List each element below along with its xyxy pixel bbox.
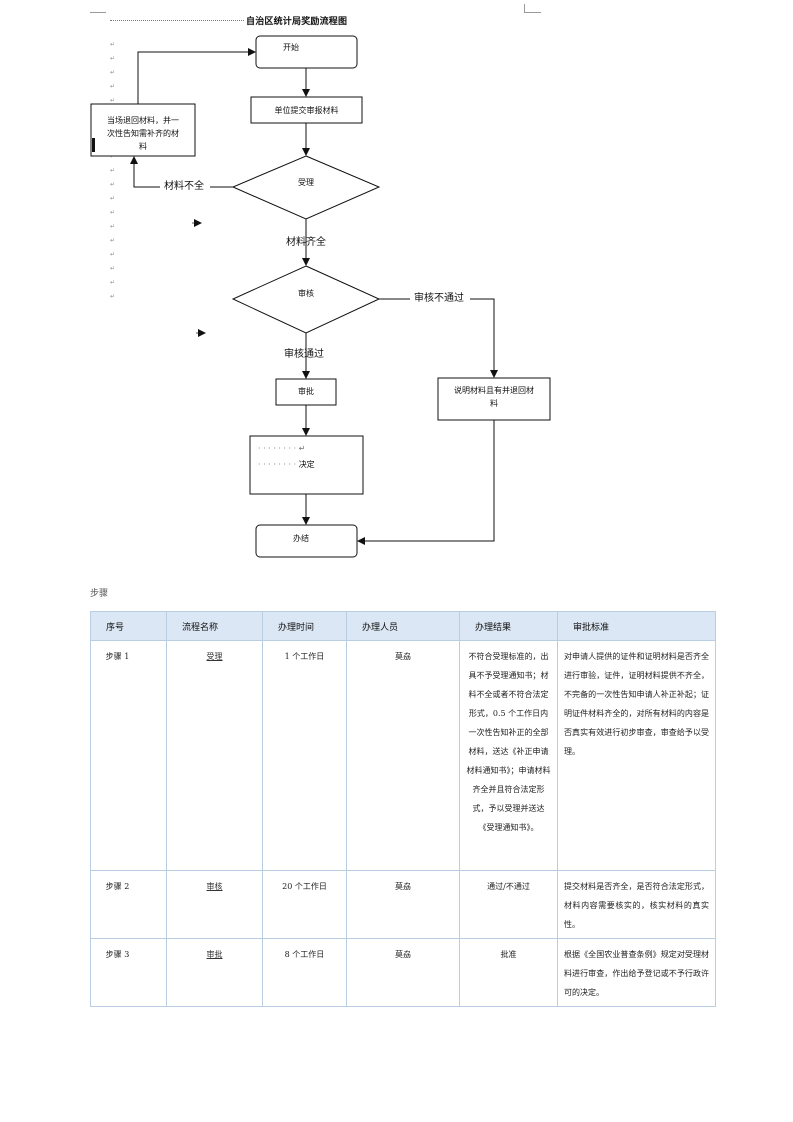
step-cell: 步骤 3 [90, 938, 167, 1007]
explain-line: 料 [490, 399, 498, 408]
explain-label: 说明材料且有并退回材 料 [440, 384, 548, 410]
flowchart-shapes [90, 35, 551, 558]
submit-label: 单位提交审报材料 [274, 106, 339, 115]
decide-text: 决定 [298, 460, 315, 469]
time-cell: 20 个工作日 [262, 870, 347, 939]
steps-table: 序号 流程名称 办理时间 办理人员 办理结果 审批标准 步骤 1 受理 1 个工… [90, 611, 716, 1007]
person-cell: 莫劦 [346, 870, 460, 939]
process-name-cell: 受理 [166, 640, 263, 871]
incomplete-label: 材料不全 [164, 181, 204, 192]
start-label: 开始 [283, 43, 299, 52]
explain-line: 说明材料且有并退回材 [454, 386, 534, 395]
standard-cell: 根据《全国农业普查条例》规定对受理材料进行审查，作出给予登记或不予行政许可的决定… [557, 938, 716, 1007]
process-name-cell: 审批 [166, 938, 263, 1007]
table-row: 步骤 2 审核 20 个工作日 莫劦 通过/不通过 提交材料是否齐全，是否符合法… [90, 870, 716, 939]
step-cell: 步骤 1 [90, 640, 167, 871]
accept-label: 受理 [298, 178, 314, 187]
returned-line: 次性告知需补齐的材 [107, 129, 179, 138]
header-cell: 办理人员 [346, 611, 460, 641]
header-cell: 序号 [90, 611, 167, 641]
decide-label: · · · · · · · · 决定 [258, 460, 315, 469]
returned-line: 当场退回材料，并一 [107, 116, 179, 125]
process-link[interactable]: 受理 [206, 652, 223, 661]
header-cell: 审批标准 [557, 611, 716, 641]
complete-label: 材料齐全 [286, 237, 326, 248]
done-label: 办结 [293, 534, 309, 543]
text-cursor [92, 138, 95, 152]
standard-cell: 对申请人提供的证件和证明材料是否齐全进行审验，证件，证明材料提供不齐全，不完备的… [557, 640, 716, 871]
time-cell: 8 个工作日 [262, 938, 347, 1007]
review-label: 审核 [298, 289, 314, 298]
process-link[interactable]: 审批 [206, 950, 223, 959]
decide-dots: · · · · · · · · ↵ [258, 444, 306, 453]
fail-label: 审核不通过 [414, 293, 464, 304]
standard-cell: 提交材料是否齐全，是否符合法定形式，材料内容需要核实的，核实材料的真实性。 [557, 870, 716, 939]
table-row: 步骤 1 受理 1 个工作日 莫劦 不符合受理标准的，出具不予受理通知书；材料不… [90, 640, 716, 871]
person-cell: 莫劦 [346, 640, 460, 871]
pass-label: 审核通过 [284, 349, 324, 360]
header-cell: 流程名称 [166, 611, 263, 641]
result-cell: 不符合受理标准的，出具不予受理通知书；材料不全或者不符合法定形式，0.5 个工作… [459, 640, 558, 871]
section-label: 步骤 [90, 589, 109, 599]
step-cell: 步骤 2 [90, 870, 167, 939]
decide-box [249, 435, 364, 495]
flowchart: 开始 单位提交审报材料 当场退回材料，并一 次性告知需补齐的材 料 受理 材料不… [90, 35, 551, 558]
time-cell: 1 个工作日 [262, 640, 347, 871]
header-cell: 办理时间 [262, 611, 347, 641]
document-title: 自治区统计局奖励流程图 [246, 17, 348, 27]
page-corner-mark [524, 4, 541, 13]
submit-box [250, 96, 363, 124]
returned-box [90, 103, 196, 157]
table-header-row: 序号 流程名称 办理时间 办理人员 办理结果 审批标准 [90, 611, 716, 641]
person-cell: 莫劦 [346, 938, 460, 1007]
result-cell: 批准 [459, 938, 558, 1007]
process-name-cell: 审核 [166, 870, 263, 939]
approve-box [275, 378, 337, 406]
approve-label: 审批 [298, 387, 314, 396]
review-diamond [231, 265, 381, 334]
table-row: 步骤 3 审批 8 个工作日 莫劦 批准 根据《全国农业普查条例》规定对受理材料… [90, 938, 716, 1007]
returned-label: 当场退回材料，并一 次性告知需补齐的材 料 [93, 114, 193, 153]
returned-line: 料 [139, 142, 147, 151]
header-cell: 办理结果 [459, 611, 558, 641]
result-cell: 通过/不通过 [459, 870, 558, 939]
title-leader-dots [110, 15, 244, 21]
process-link[interactable]: 审核 [206, 882, 223, 891]
page-corner-mark [90, 4, 106, 13]
